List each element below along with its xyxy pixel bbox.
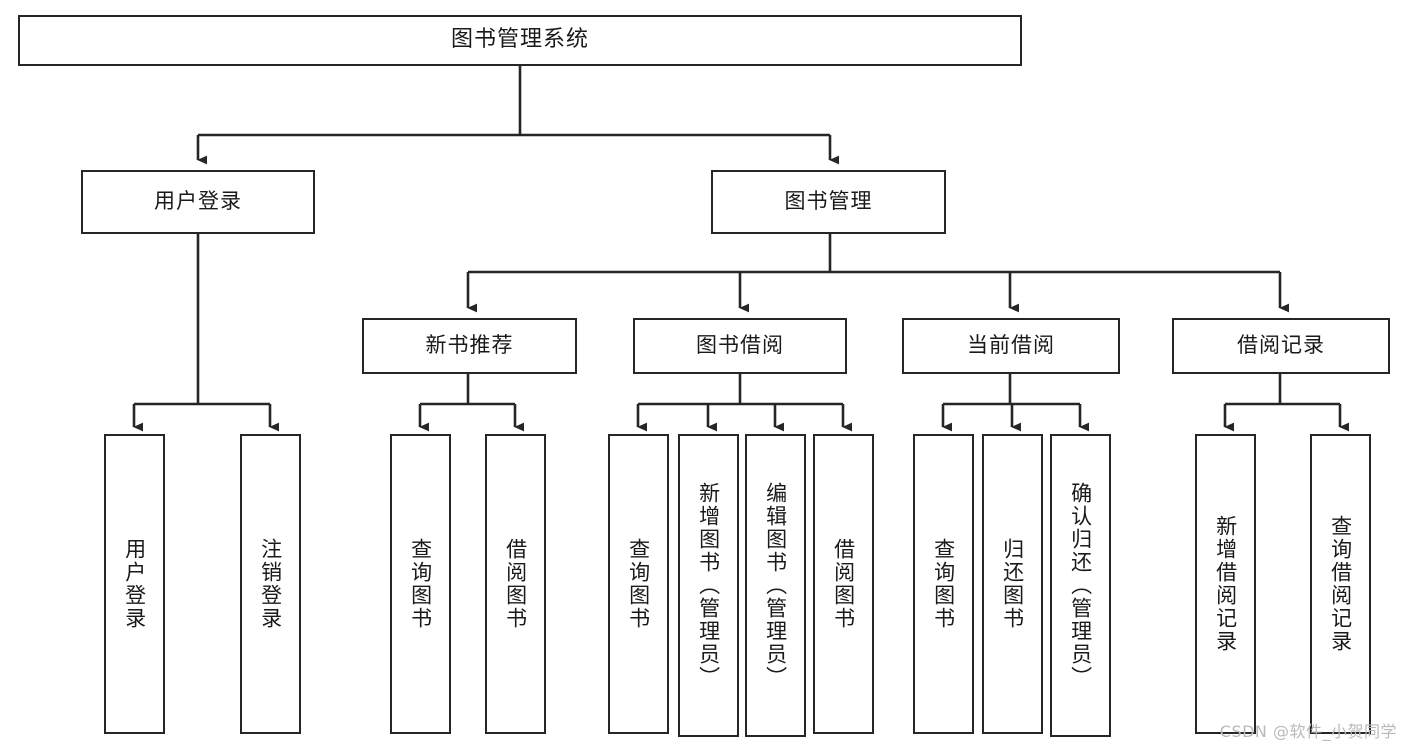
leaf-return-book-label: 归还图书 <box>1000 538 1025 630</box>
node-current-borrow[interactable]: 当前借阅 <box>902 318 1120 374</box>
leaf-logout-login-label: 注销登录 <box>258 538 283 630</box>
leaf-borrow-book-rec-label: 借阅图书 <box>503 538 528 630</box>
watermark: CSDN @软件_小贺同学 <box>1219 722 1397 741</box>
leaf-query-book-rec-label: 查询图书 <box>408 538 433 630</box>
node-new-book-recommend[interactable]: 新书推荐 <box>362 318 577 374</box>
node-user-login-label: 用户登录 <box>154 189 242 214</box>
leaf-return-book[interactable]: 归还图书 <box>982 434 1043 734</box>
leaf-query-book-rec[interactable]: 查询图书 <box>390 434 451 734</box>
leaf-add-borrow-record[interactable]: 新增借阅记录 <box>1195 434 1256 734</box>
leaf-query-borrow-record[interactable]: 查询借阅记录 <box>1310 434 1371 734</box>
node-root[interactable]: 图书管理系统 <box>18 15 1022 66</box>
node-current-borrow-label: 当前借阅 <box>967 333 1055 358</box>
leaf-logout-login[interactable]: 注销登录 <box>240 434 301 734</box>
leaf-edit-book-admin[interactable]: 编辑图书（管理员） <box>745 434 806 737</box>
leaf-user-login-label: 用户登录 <box>122 538 147 630</box>
leaf-user-login[interactable]: 用户登录 <box>104 434 165 734</box>
node-book-borrow-label: 图书借阅 <box>696 333 784 358</box>
leaf-borrow-book[interactable]: 借阅图书 <box>813 434 874 734</box>
leaf-query-book-borrow-label: 查询图书 <box>626 538 651 630</box>
node-book-borrow[interactable]: 图书借阅 <box>633 318 847 374</box>
leaf-query-book-current[interactable]: 查询图书 <box>913 434 974 734</box>
leaf-borrow-book-label: 借阅图书 <box>831 538 856 630</box>
leaf-confirm-return-admin[interactable]: 确认归还（管理员） <box>1050 434 1111 737</box>
leaf-confirm-return-admin-label: 确认归还（管理员） <box>1068 482 1093 689</box>
leaf-query-book-current-label: 查询图书 <box>931 538 956 630</box>
leaf-add-book-admin-label: 新增图书（管理员） <box>696 482 721 689</box>
node-new-book-recommend-label: 新书推荐 <box>425 333 514 358</box>
node-borrow-record-label: 借阅记录 <box>1237 333 1325 358</box>
node-book-management[interactable]: 图书管理 <box>711 170 946 234</box>
leaf-add-borrow-record-label: 新增借阅记录 <box>1213 515 1238 653</box>
node-user-login[interactable]: 用户登录 <box>81 170 315 234</box>
leaf-edit-book-admin-label: 编辑图书（管理员） <box>763 482 788 689</box>
leaf-query-book-borrow[interactable]: 查询图书 <box>608 434 669 734</box>
leaf-query-borrow-record-label: 查询借阅记录 <box>1328 515 1353 653</box>
leaf-borrow-book-rec[interactable]: 借阅图书 <box>485 434 546 734</box>
node-borrow-record[interactable]: 借阅记录 <box>1172 318 1390 374</box>
node-book-management-label: 图书管理 <box>784 189 873 214</box>
node-root-label: 图书管理系统 <box>450 27 589 53</box>
leaf-add-book-admin[interactable]: 新增图书（管理员） <box>678 434 739 737</box>
